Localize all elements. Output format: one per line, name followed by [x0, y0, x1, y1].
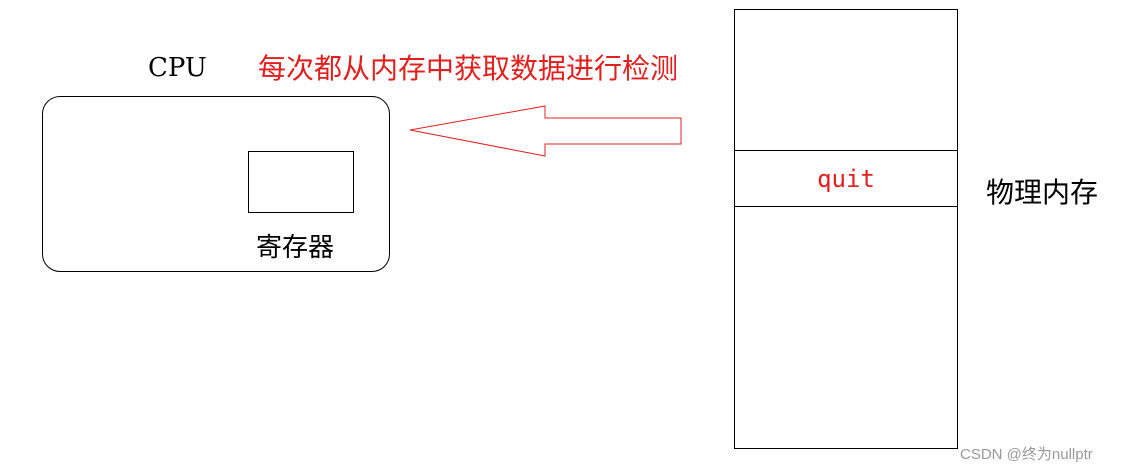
memory-column	[734, 9, 958, 449]
register-label: 寄存器	[256, 233, 335, 263]
cpu-box	[42, 96, 390, 272]
memory-cell-label: quit	[817, 164, 875, 193]
memory-label: 物理内存	[986, 176, 1099, 209]
memory-cell-quit: quit	[734, 150, 958, 207]
fetch-arrow	[409, 105, 682, 157]
fetch-arrow-shape	[409, 105, 682, 157]
register-box	[248, 151, 354, 213]
cpu-title: CPU	[148, 53, 207, 83]
watermark: CSDN @终为nullptr	[960, 446, 1093, 463]
annotation-text: 每次都从内存中获取数据进行检测	[258, 52, 679, 85]
